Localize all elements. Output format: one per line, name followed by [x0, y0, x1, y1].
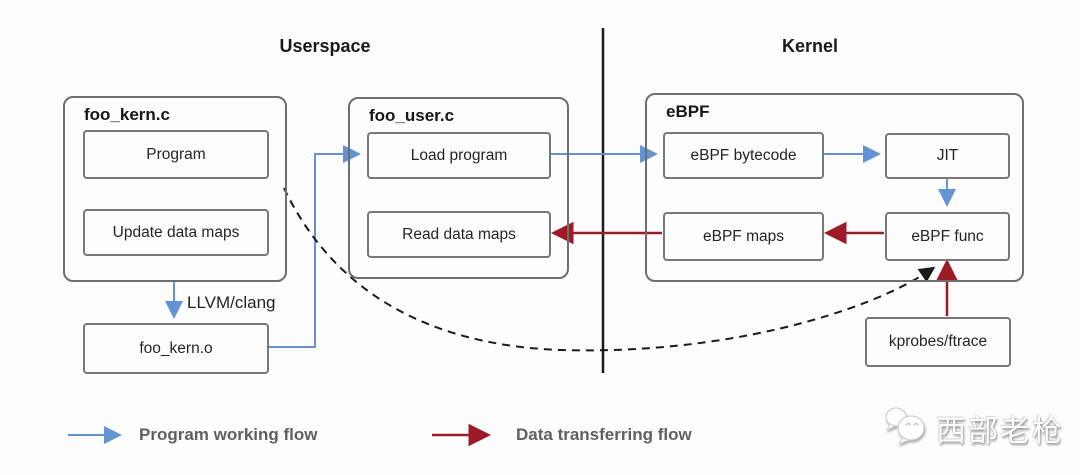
group-foo-user-c-title: foo_user.c	[369, 106, 455, 125]
node-load-program: Load program	[367, 132, 551, 179]
node-foo-kern-o: foo_kern.o	[83, 323, 269, 374]
llvm-clang-label: LLVM/clang	[187, 293, 276, 312]
legend-data-flow-label: Data transferring flow	[516, 425, 692, 444]
group-foo-kern-c-title: foo_kern.c	[84, 105, 170, 124]
node-ebpf-maps: eBPF maps	[663, 212, 824, 261]
kernel-header: Kernel	[781, 36, 839, 56]
node-program: Program	[83, 130, 269, 179]
group-foo-kern-c: foo_kern.c	[63, 96, 287, 282]
userspace-header: Userspace	[279, 36, 371, 56]
group-ebpf: eBPF	[645, 93, 1024, 282]
node-kprobes-ftrace: kprobes/ftrace	[865, 317, 1011, 367]
node-ebpf-func: eBPF func	[885, 212, 1010, 261]
legend-program-flow-label: Program working flow	[139, 425, 318, 444]
group-foo-user-c: foo_user.c	[348, 97, 569, 279]
node-update-data-maps: Update data maps	[83, 209, 269, 256]
node-ebpf-bytecode: eBPF bytecode	[663, 132, 824, 179]
chat-bubbles-icon	[885, 407, 925, 446]
node-read-data-maps: Read data maps	[367, 211, 551, 258]
group-ebpf-title: eBPF	[666, 102, 710, 121]
node-jit: JIT	[885, 133, 1010, 179]
watermark-text: 西部老枪	[936, 415, 1064, 448]
